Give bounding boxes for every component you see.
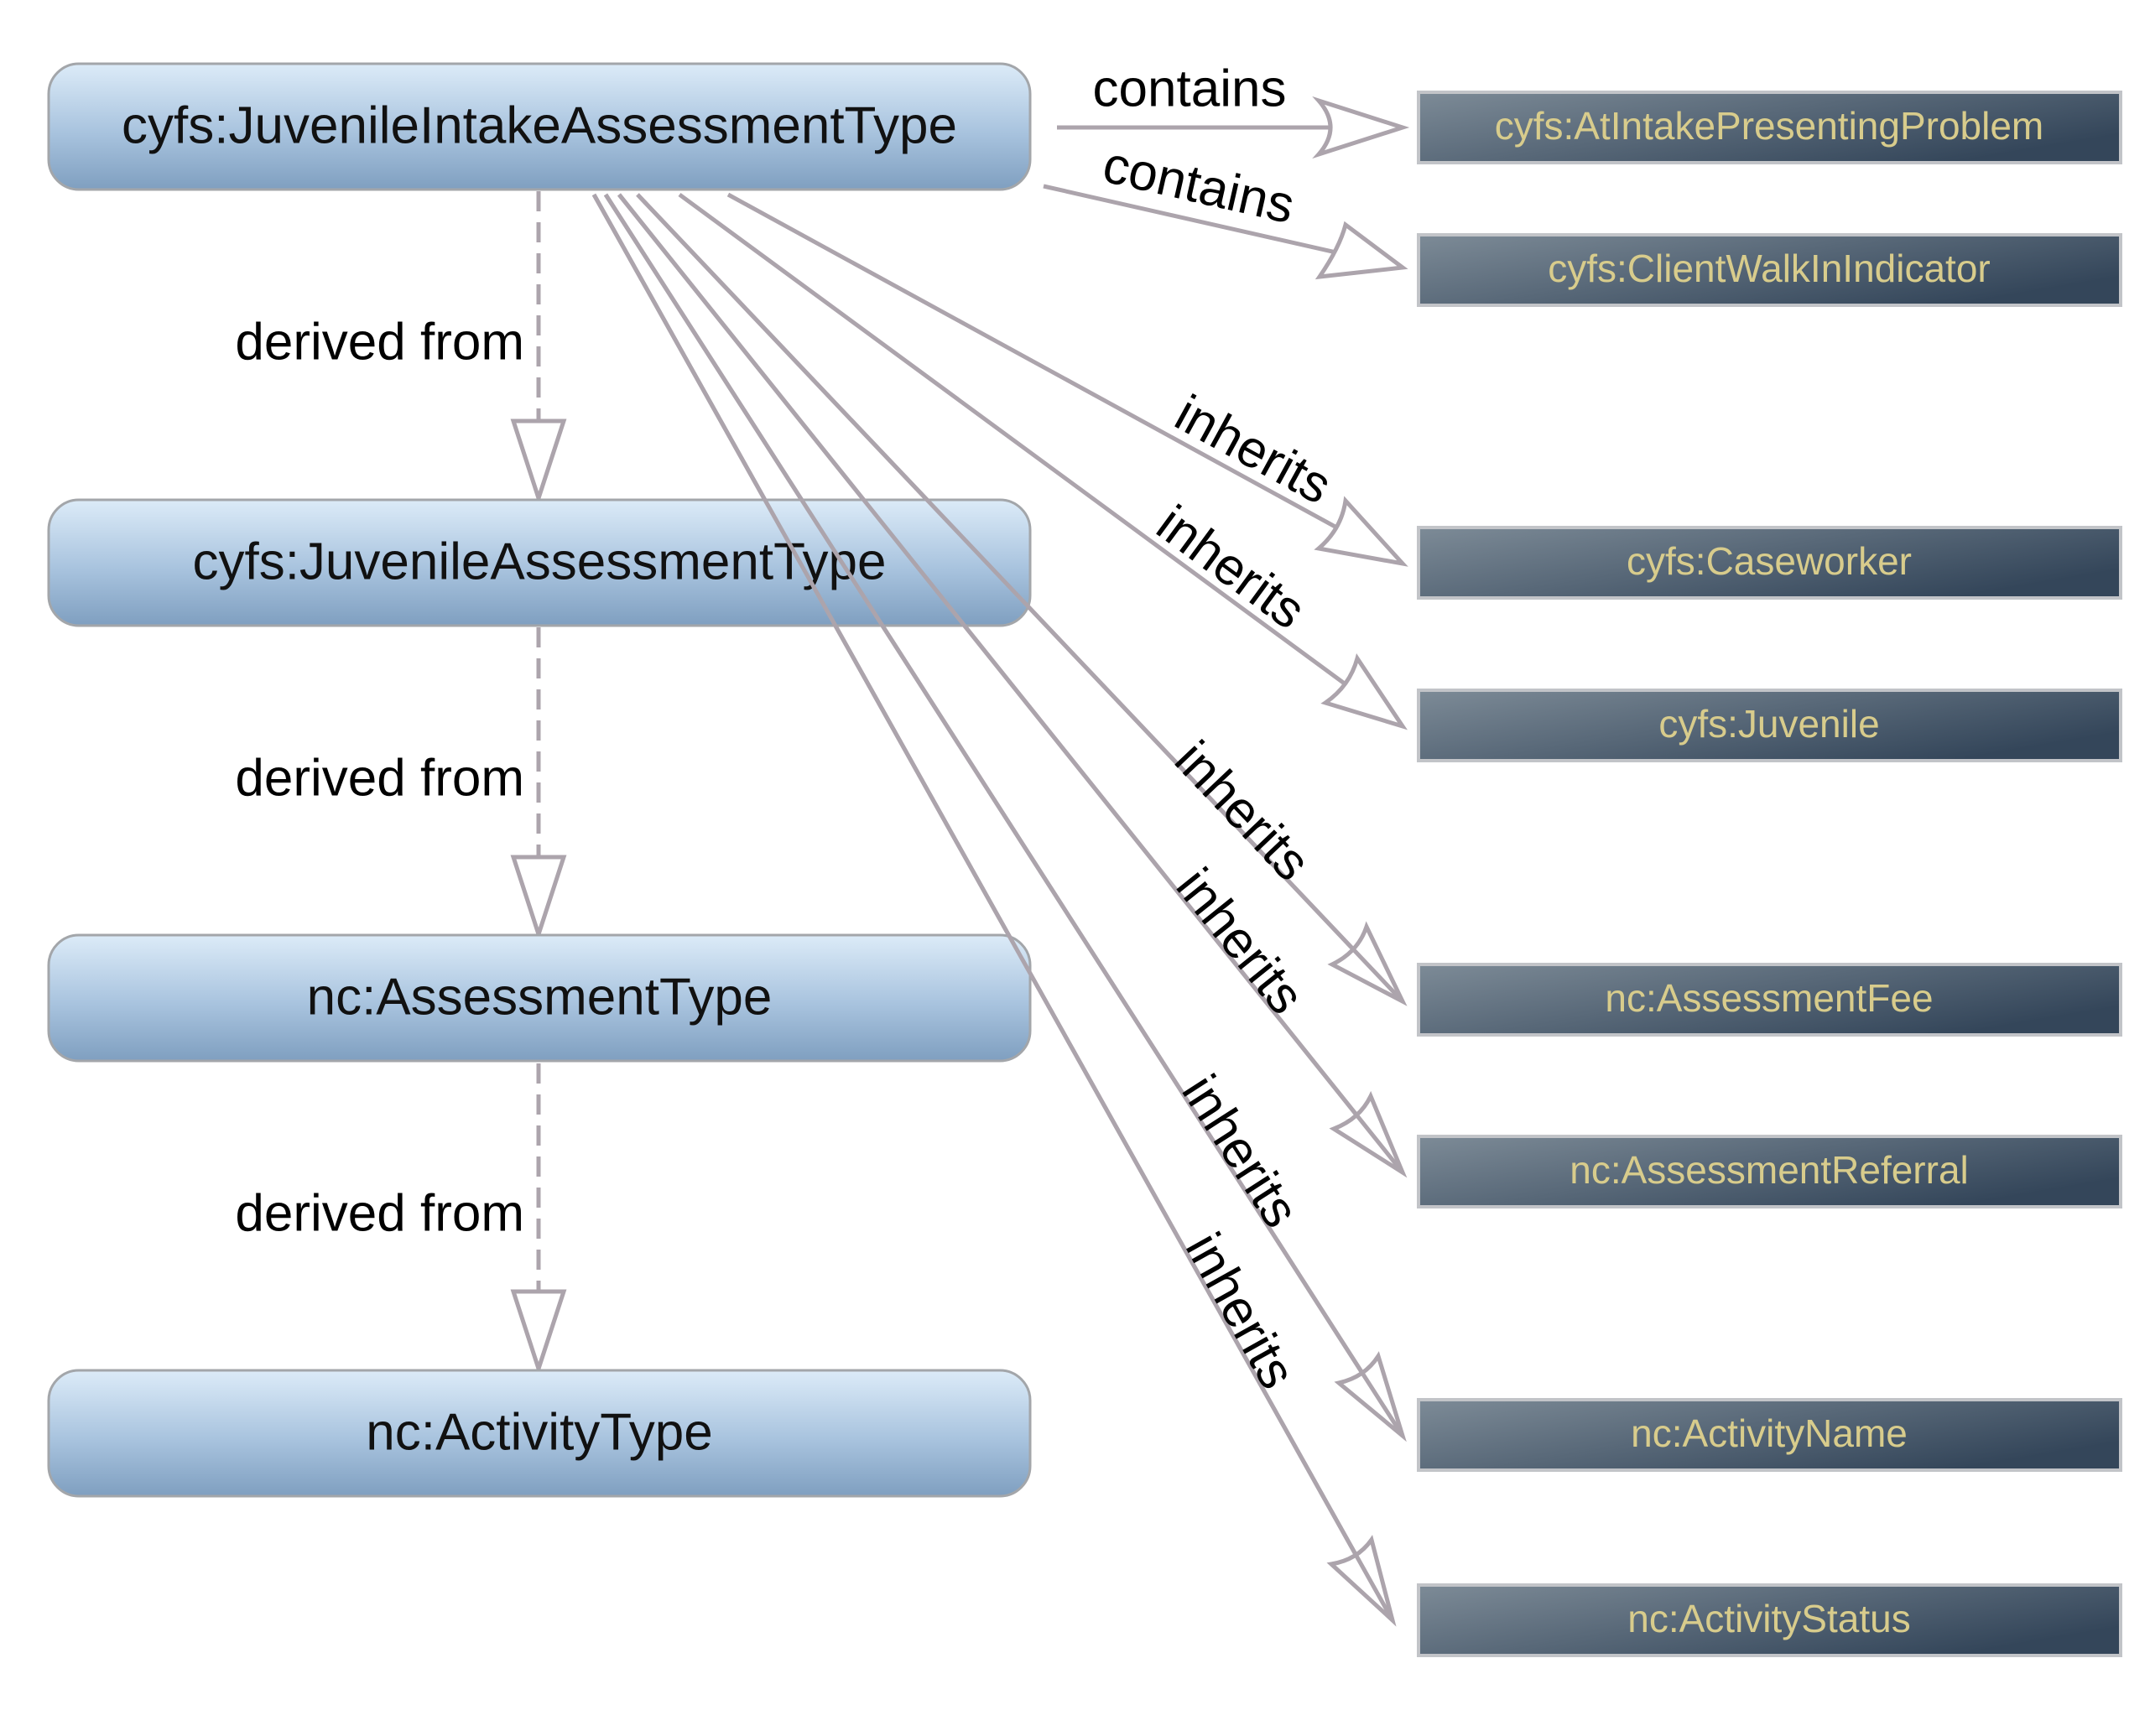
type-label: cyfs:JuvenileAssessmentType bbox=[192, 533, 886, 590]
contains-edge-2 bbox=[1043, 184, 1408, 280]
inherits-label: inherits bbox=[1163, 730, 1321, 891]
property-label: cyfs:Juvenile bbox=[1658, 702, 1879, 746]
type-node-juvenile-assessment[interactable]: cyfs:JuvenileAssessmentType bbox=[47, 498, 1032, 627]
property-label: nc:AssessmentReferral bbox=[1570, 1148, 1969, 1192]
type-label: cyfs:JuvenileIntakeAssessmentType bbox=[122, 96, 957, 154]
inherits-edge-overlay bbox=[636, 193, 1404, 1003]
inherits-edge-caseworker bbox=[726, 192, 1408, 567]
type-node-assessment[interactable]: nc:AssessmentType bbox=[47, 933, 1032, 1063]
derived-from-edge-3 bbox=[510, 1063, 567, 1376]
property-node-activity-status[interactable]: nc:ActivityStatus bbox=[1417, 1583, 2122, 1657]
property-label: cyfs:Caseworker bbox=[1627, 539, 1912, 583]
property-label: cyfs:AtIntakePresentingProblem bbox=[1495, 104, 2044, 148]
property-node-caseworker[interactable]: cyfs:Caseworker bbox=[1417, 526, 2122, 600]
derived-from-label: derived from bbox=[235, 1184, 524, 1242]
derived-from-edge-2 bbox=[510, 627, 567, 942]
property-label: nc:AssessmentFee bbox=[1605, 976, 1933, 1020]
property-label: nc:ActivityStatus bbox=[1627, 1597, 1910, 1640]
type-label: nc:AssessmentType bbox=[307, 968, 773, 1026]
property-node-at-intake-presenting-problem[interactable]: cyfs:AtIntakePresentingProblem bbox=[1417, 91, 2122, 164]
property-node-assessment-referral[interactable]: nc:AssessmentReferral bbox=[1417, 1135, 2122, 1208]
inherits-label: inherits bbox=[1146, 495, 1315, 641]
contains-label: contains bbox=[1093, 60, 1287, 117]
property-label: nc:ActivityName bbox=[1631, 1411, 1908, 1455]
edges-overlay bbox=[591, 193, 1405, 1622]
property-node-activity-name[interactable]: nc:ActivityName bbox=[1417, 1398, 2122, 1472]
inherits-edge-juvenile bbox=[678, 192, 1408, 730]
type-node-juvenile-intake-assessment[interactable]: cyfs:JuvenileIntakeAssessmentType bbox=[47, 62, 1032, 191]
property-node-juvenile[interactable]: cyfs:Juvenile bbox=[1417, 689, 2122, 762]
property-label: cyfs:ClientWalkInIndicator bbox=[1548, 247, 1990, 290]
inherits-edge-overlay bbox=[603, 193, 1405, 1437]
property-node-assessment-fee[interactable]: nc:AssessmentFee bbox=[1417, 963, 2122, 1037]
type-node-activity[interactable]: nc:ActivityType bbox=[47, 1369, 1032, 1498]
inherits-label: inherits bbox=[1170, 1065, 1309, 1237]
derived-from-label: derived from bbox=[235, 749, 524, 807]
inherits-edge-overlay bbox=[591, 193, 1395, 1622]
inherits-edge-overlay bbox=[617, 193, 1404, 1174]
contains-edge-1 bbox=[1057, 96, 1410, 159]
derived-from-label: derived from bbox=[235, 313, 524, 371]
derived-from-edge-1 bbox=[510, 191, 567, 506]
property-node-client-walk-in-indicator[interactable]: cyfs:ClientWalkInIndicator bbox=[1417, 233, 2122, 307]
inherits-label: inherits bbox=[1174, 1224, 1307, 1398]
type-label: nc:ActivityType bbox=[366, 1403, 712, 1461]
